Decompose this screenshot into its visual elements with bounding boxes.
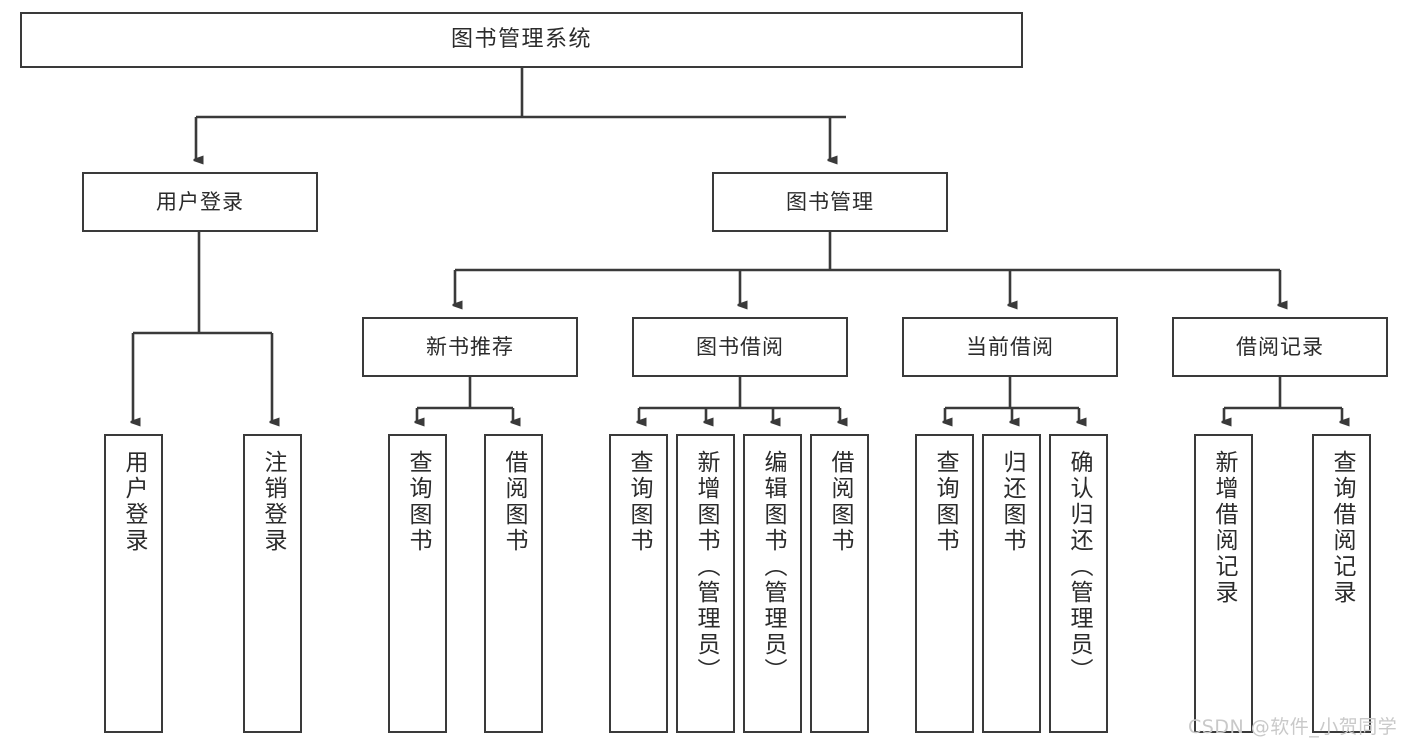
leaf-borrow-record-add[interactable]: 新增借阅记录 [1194, 434, 1253, 733]
leaf-book-borrow-add[interactable]: 新增图书（管理员） [676, 434, 735, 733]
leaf-book-borrow-borrow[interactable]: 借阅图书 [810, 434, 869, 733]
node-new-book-recommend[interactable]: 新书推荐 [362, 317, 578, 377]
node-label: 新增图书（管理员） [693, 450, 719, 684]
node-root-book-management-system[interactable]: 图书管理系统 [20, 12, 1023, 68]
leaf-current-borrow-query[interactable]: 查询图书 [915, 434, 974, 733]
leaf-book-borrow-edit[interactable]: 编辑图书（管理员） [743, 434, 802, 733]
leaf-user-login-logout[interactable]: 注销登录 [243, 434, 302, 733]
leaf-current-borrow-return[interactable]: 归还图书 [982, 434, 1041, 733]
node-label: 新增借阅记录 [1211, 450, 1237, 606]
node-label: 当前借阅 [966, 334, 1054, 359]
node-label: 图书管理 [786, 189, 874, 214]
leaf-user-login-login[interactable]: 用户登录 [104, 434, 163, 733]
leaf-book-borrow-query[interactable]: 查询图书 [609, 434, 668, 733]
node-label: 查询图书 [932, 450, 958, 554]
node-label: 图书借阅 [696, 334, 784, 359]
node-user-login[interactable]: 用户登录 [82, 172, 318, 232]
node-label: 借阅图书 [827, 450, 853, 554]
node-label: 图书管理系统 [450, 27, 592, 53]
leaf-borrow-record-query[interactable]: 查询借阅记录 [1312, 434, 1371, 733]
node-label: 查询借阅记录 [1329, 450, 1355, 606]
node-current-borrow[interactable]: 当前借阅 [902, 317, 1118, 377]
node-label: 查询图书 [626, 450, 652, 554]
node-label: 新书推荐 [426, 334, 514, 359]
node-label: 借阅图书 [501, 450, 527, 554]
node-label: 确认归还（管理员） [1066, 450, 1092, 684]
leaf-new-book-borrow[interactable]: 借阅图书 [484, 434, 543, 733]
node-book-borrow[interactable]: 图书借阅 [632, 317, 848, 377]
node-label: 归还图书 [999, 450, 1025, 554]
leaf-current-borrow-confirm-return[interactable]: 确认归还（管理员） [1049, 434, 1108, 733]
node-label: 查询图书 [405, 450, 431, 554]
node-label: 用户登录 [121, 450, 147, 554]
node-label: 注销登录 [260, 450, 286, 554]
node-borrow-record[interactable]: 借阅记录 [1172, 317, 1388, 377]
node-label: 编辑图书（管理员） [760, 450, 786, 684]
leaf-new-book-query[interactable]: 查询图书 [388, 434, 447, 733]
node-label: 借阅记录 [1236, 334, 1324, 359]
node-label: 用户登录 [156, 189, 244, 214]
node-book-management[interactable]: 图书管理 [712, 172, 948, 232]
